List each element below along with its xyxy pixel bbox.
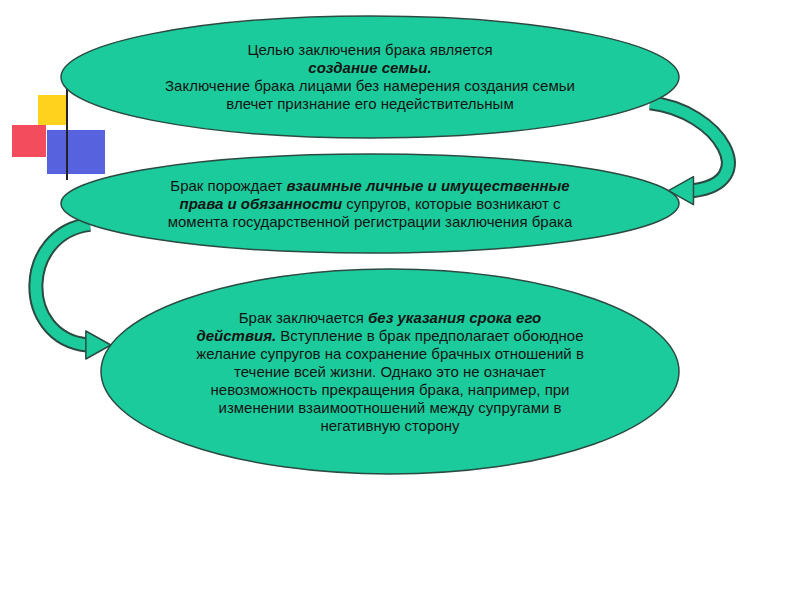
node-text-block: Заключение брака лицами без намерения со… <box>155 77 585 113</box>
emphasis-text: создание семьи. <box>155 59 585 77</box>
node-text: Брак заключаетсябез указания срока его д… <box>180 309 600 435</box>
red-square <box>12 125 46 157</box>
ellipse-node: Брак порождаетвзаимные личные и имуществ… <box>60 153 680 254</box>
node-paragraph: Брак порождаетвзаимные личные и имуществ… <box>150 177 590 231</box>
blue-square <box>47 130 105 174</box>
arrow-outline <box>650 103 728 191</box>
curved-arrow <box>36 224 111 359</box>
ellipse-fill <box>61 154 679 253</box>
node-text-block: Целью заключения брака является <box>155 41 585 59</box>
yellow-square <box>38 95 66 125</box>
node-text-block: Брак заключается <box>239 309 364 326</box>
node-paragraph: Брак заключаетсябез указания срока его д… <box>180 309 600 435</box>
node-text-block: Брак порождает <box>170 177 282 194</box>
arrow-body <box>36 224 90 345</box>
ellipse-fill <box>101 269 679 474</box>
ellipse-fill <box>61 16 679 138</box>
arrow-outline <box>36 224 90 345</box>
node-text: Целью заключения брака являетсясоздание … <box>155 41 585 113</box>
node-text: Брак порождаетвзаимные личные и имуществ… <box>150 177 590 231</box>
ellipse-node: Целью заключения брака являетсясоздание … <box>60 15 680 139</box>
ellipse-node: Брак заключаетсябез указания срока его д… <box>100 268 680 475</box>
arrow-body <box>650 103 728 191</box>
vertical-rule <box>66 86 68 180</box>
